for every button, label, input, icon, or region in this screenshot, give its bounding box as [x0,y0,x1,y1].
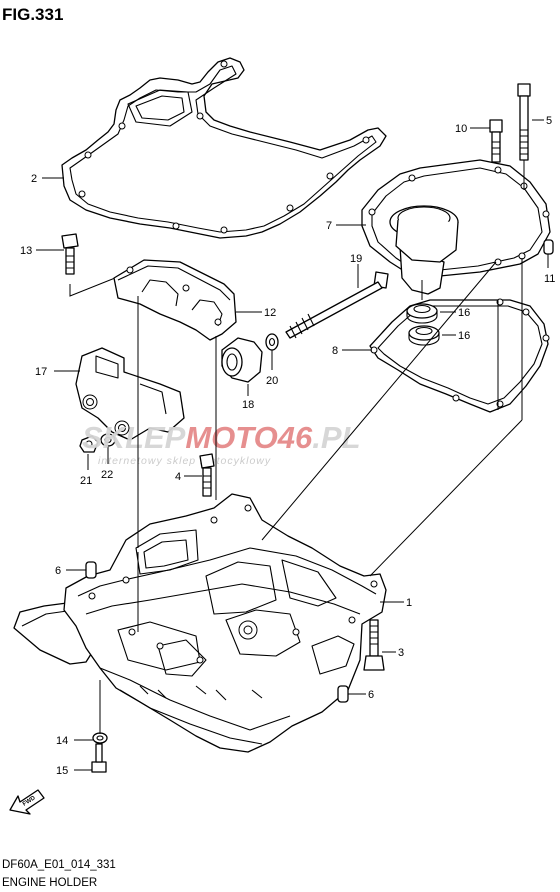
part-17-holder[interactable] [75,347,185,441]
watermark-brand-left: SKLEP [82,420,186,455]
callout-14: 14 [56,735,68,747]
part-19-through-bolt[interactable] [285,271,389,339]
callout-7: 6 [55,565,61,577]
callout-8: 7 [326,220,332,232]
callout-3: 3 [398,647,404,659]
part-6-dowel[interactable] [337,685,349,703]
part-14-washer[interactable] [92,732,108,744]
part-16-seal-upper[interactable] [406,303,438,324]
callout-19: 19 [350,253,362,265]
assembly-lines [99,258,523,734]
callout-4: 4 [175,471,181,483]
callout-15: 15 [56,765,68,777]
callout-2: 2 [31,173,37,185]
watermark-brand-suffix: .PL [312,420,360,455]
callout-21: 21 [80,475,92,487]
part-1-engine-holder[interactable] [13,493,387,753]
callout-13: 13 [20,245,32,257]
callout-18: 18 [242,399,254,411]
watermark-brand-num: 46 [277,420,313,455]
part-12-mount-bracket[interactable] [113,259,237,341]
part-11-dowel-pin[interactable] [543,239,554,255]
callout-16-upper: 16 [458,307,470,319]
part-20-washer[interactable] [265,333,279,351]
fwd-arrow-icon: FWD [9,789,45,815]
callout-1: 1 [406,597,412,609]
callout-20: 20 [266,375,278,387]
callout-17: 17 [35,366,47,378]
part-8-mounting-cover[interactable] [361,159,551,295]
part-15-bolt[interactable] [91,743,107,773]
callout-22: 22 [101,469,113,481]
part-4-bolt[interactable] [199,453,215,497]
part-3-bolt[interactable] [363,619,385,671]
watermark: SKLEPMOTO46.PL internetowy sklep motocyk… [82,420,361,467]
callout-11: 11 [544,273,555,285]
part-21-nut[interactable] [79,435,99,453]
part-22-washer[interactable] [100,433,116,447]
callout-5: 5 [546,115,552,127]
watermark-brand-mid: MOTO [185,420,277,455]
callout-6: 6 [368,689,374,701]
callout-10: 10 [455,123,467,135]
part-7-dowel-pin[interactable] [85,561,97,579]
callout-9: 8 [332,345,338,357]
watermark-tagline: internetowy sklep motocyklowy [98,455,271,467]
figure-title: FIG.331 [2,5,63,24]
svg-text:SKLEPMOTO46.PL: SKLEPMOTO46.PL [82,420,361,455]
part-13-bolt[interactable] [61,233,79,275]
callout-16-lower: 16 [458,330,470,342]
part-5-bolt[interactable] [517,83,531,161]
part-10-bolt[interactable] [489,119,503,163]
part-18-rubber-mount[interactable] [221,337,263,383]
footer-code: DF60A_E01_014_331 [2,859,116,871]
callout-12: 12 [264,307,276,319]
footer-name: ENGINE HOLDER [2,877,97,889]
part-16-seal-lower[interactable] [408,325,440,346]
part-2-gasket[interactable] [61,57,387,239]
